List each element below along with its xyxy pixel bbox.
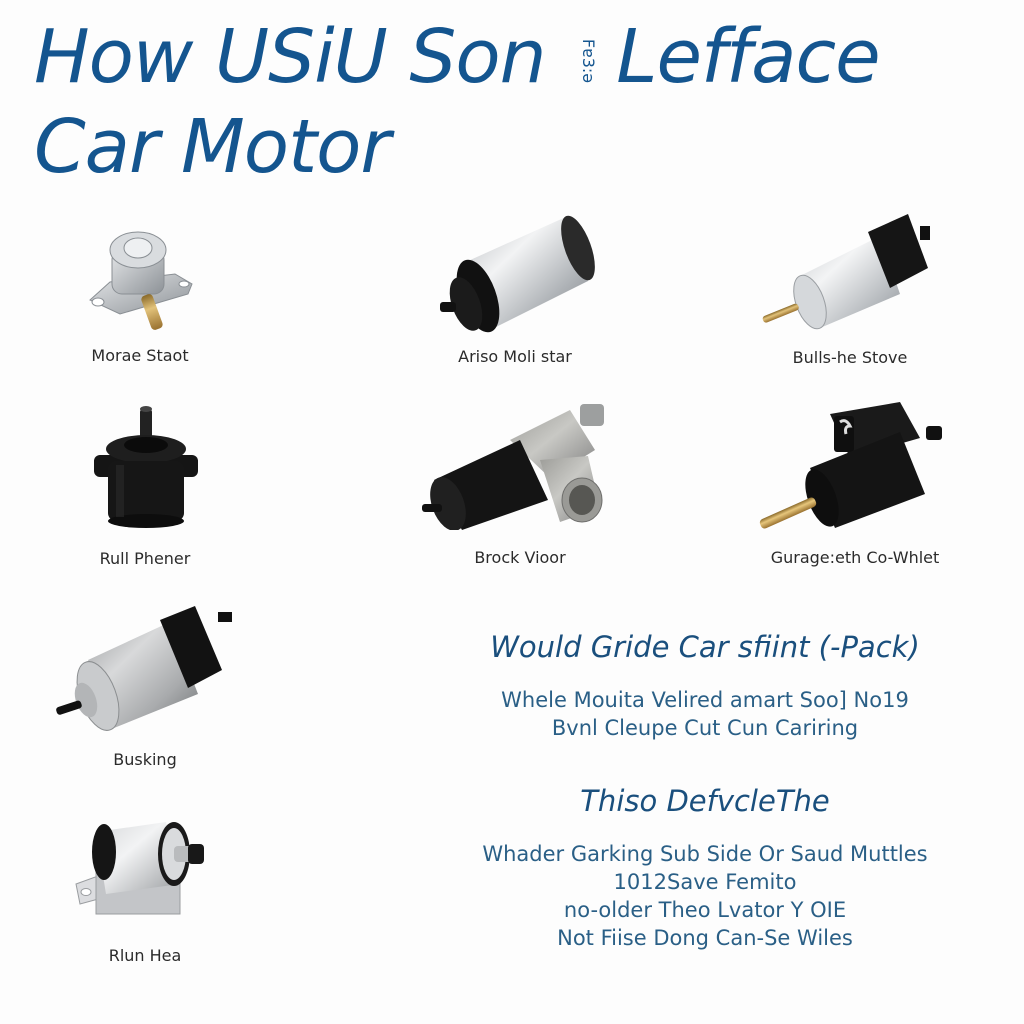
- info-section-1: Would Gride Car sfiint (-Pack) Whele Mou…: [470, 630, 940, 742]
- product-card[interactable]: Ariso Moli star: [420, 206, 610, 374]
- title-part-a: How USiU Son: [34, 14, 546, 100]
- section-2-heading: Thiso DefvcleThe: [580, 784, 830, 818]
- product-label: Bulls-he Stove: [792, 348, 908, 367]
- section-1-heading: Would Gride Car sfiint (-Pack): [490, 630, 920, 664]
- black-valve-icon: [94, 406, 198, 528]
- product-label: Busking: [113, 750, 177, 769]
- section-1-line: Bvnl Cleupe Cut Cun Cariring: [551, 716, 859, 740]
- page-title: How USiU Son Fɐ3:ə Lefface Car Motor: [34, 14, 881, 191]
- product-card[interactable]: Bulls-he Stove: [750, 206, 950, 374]
- product-label: Rull Phener: [99, 549, 191, 568]
- product-card[interactable]: Rlun Hea: [70, 812, 220, 972]
- title-line-1: How USiU Son Fɐ3:ə Lefface: [34, 14, 881, 104]
- section-1-line: Whele Mouita Velired amart Soo] No19: [501, 688, 909, 712]
- section-2-line: Not Fiise Dong Can-Se Wiles: [557, 926, 853, 950]
- product-label: Ariso Moli star: [458, 347, 572, 366]
- rotated-glyphs: Fɐ3:ə: [579, 39, 599, 84]
- product-card[interactable]: Morae Staot: [70, 222, 210, 372]
- product-label: Morae Staot: [91, 346, 189, 365]
- section-2-line: Whader Garking Sub Side Or Saud Muttles: [482, 842, 928, 866]
- product-card[interactable]: Gurage:eth Co-Whlet: [750, 398, 960, 572]
- pressure-sensor-icon: [89, 231, 193, 330]
- product-card[interactable]: Busking: [50, 600, 240, 775]
- cylinder-motor-icon: [56, 606, 232, 731]
- section-2-line: no-older Theo Lvator Y OIE: [563, 898, 847, 922]
- section-2-line: 1012Save Femito: [613, 870, 797, 894]
- bracket-motor-icon: [75, 822, 204, 915]
- product-label: Rlun Hea: [108, 946, 182, 965]
- info-section-2: Thiso DefvcleThe Whader Garking Sub Side…: [470, 784, 940, 952]
- product-label: Brock Vioor: [474, 548, 566, 567]
- title-line-2: Car Motor: [34, 104, 391, 191]
- cylinder-motor-pin-icon: [762, 214, 930, 330]
- product-card[interactable]: Rull Phener: [80, 405, 210, 571]
- title-part-b: Lefface: [616, 14, 880, 100]
- cylinder-motor-icon: [440, 215, 595, 333]
- elbow-pump-icon: [422, 404, 604, 530]
- black-actuator-icon: [759, 402, 942, 529]
- product-card[interactable]: Brock Vioor: [420, 400, 620, 572]
- product-label: Gurage:eth Co-Whlet: [770, 548, 940, 567]
